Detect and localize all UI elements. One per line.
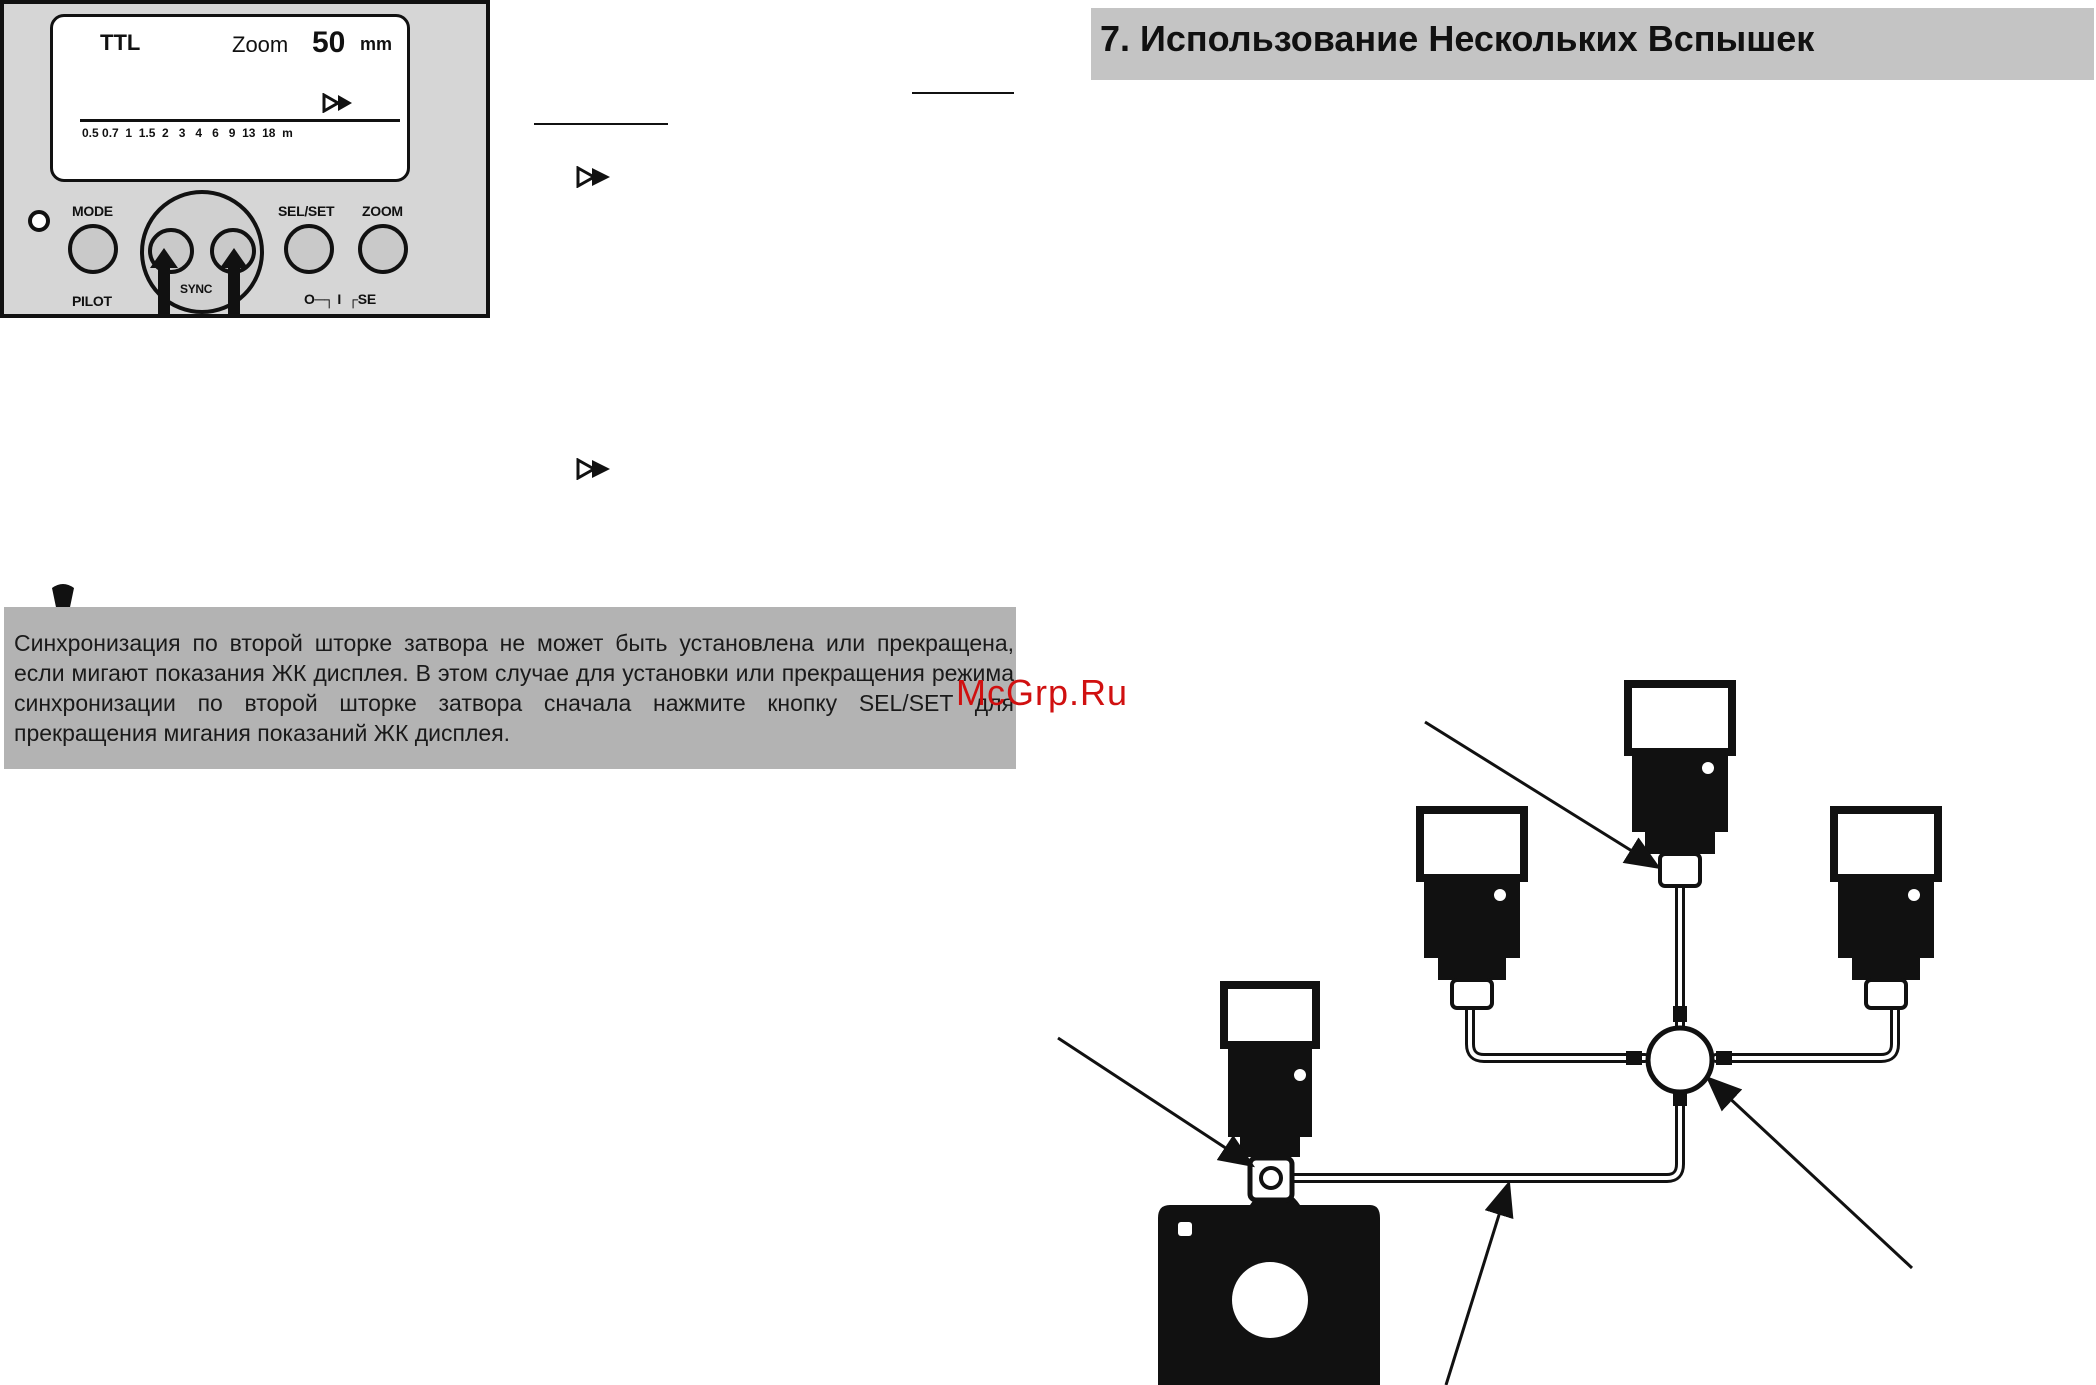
text-underline-2 <box>534 123 668 125</box>
flash-unit-on-camera <box>1220 981 1320 1157</box>
lcd-zoom-value: 50 <box>312 26 346 59</box>
multi-flash-diagram <box>1057 680 1942 1385</box>
watermark: McGrp.Ru <box>956 672 1129 713</box>
text-underline-1 <box>912 92 1014 94</box>
lcd-zoom-label: Zoom <box>232 32 289 57</box>
rear-sync-icon <box>576 166 610 188</box>
lcd-distance-bar <box>80 119 400 122</box>
rear-sync-icon <box>576 458 610 480</box>
mode-label: MODE <box>72 203 113 219</box>
camera <box>1158 1190 1380 1385</box>
mode-button[interactable] <box>68 224 118 274</box>
zoom-button-label: ZOOM <box>362 203 403 219</box>
flash-unit-left <box>1416 806 1528 1010</box>
flash-unit-right <box>1830 806 1942 1010</box>
press-arrows-icon <box>150 248 248 314</box>
lcd-zoom-unit: mm <box>360 34 393 54</box>
ready-lamp <box>28 210 50 232</box>
lcd-distance-scale: 0.5 0.7 1 1.5 2 3 4 6 9 13 18 m <box>82 126 293 140</box>
power-switch-label: O─┐ I ┌SE <box>304 291 376 307</box>
junction-box <box>1645 1025 1715 1095</box>
selset-label: SEL/SET <box>278 203 335 219</box>
selset-button[interactable] <box>284 224 334 274</box>
flash-unit-top <box>1624 680 1736 888</box>
heading-band <box>1091 8 2094 80</box>
rear-sync-lcd-icon <box>322 93 352 113</box>
lcd-mode: TTL <box>100 30 141 55</box>
section-heading: 7. Использование Нескольких Вспышек <box>1100 18 1815 59</box>
lcd-screen <box>50 14 410 182</box>
warning-text: Синхронизация по второй шторке затвора н… <box>14 630 1014 746</box>
pilot-label: PILOT <box>72 293 112 309</box>
warning-box <box>4 607 1016 769</box>
zoom-button[interactable] <box>358 224 408 274</box>
sync-label: SYNC <box>180 282 213 296</box>
